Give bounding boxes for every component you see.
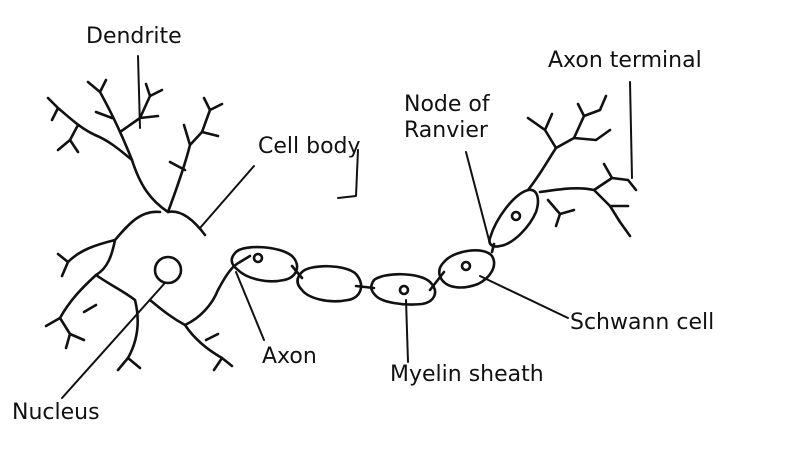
myelin-segment: [437, 249, 496, 289]
label-nucleus: Nucleus: [12, 400, 100, 425]
leader-lines: [61, 55, 633, 399]
label-cell-body: Cell body: [258, 134, 361, 159]
nucleus-shape: [153, 255, 183, 285]
leader-axon: [235, 271, 265, 341]
dendrite-branches-lower: [44, 252, 252, 372]
leader-myelin: [405, 299, 409, 363]
label-dendrite: Dendrite: [86, 24, 182, 49]
schwann-nucleus: [510, 210, 522, 222]
node-connectors: [290, 242, 496, 292]
leader-node-ranvier: [465, 151, 491, 245]
leader-axon-terminal: [629, 81, 633, 179]
label-node-of-ranvier: Node of Ranvier: [404, 92, 490, 143]
label-schwann-cell: Schwann cell: [570, 310, 715, 335]
leader-schwann: [479, 275, 569, 319]
leader-nucleus: [61, 283, 165, 399]
label-axon: Axon: [262, 344, 317, 369]
schwann-nucleus: [252, 252, 264, 264]
myelin-sheath-segments: [230, 188, 540, 306]
label-myelin-sheath: Myelin sheath: [390, 362, 544, 387]
myelin-segment: [296, 264, 363, 303]
myelin-segment: [369, 272, 437, 306]
dendrite-branches-upper: [46, 78, 224, 214]
schwann-nucleus: [460, 260, 472, 272]
axon-terminal-branches: [526, 94, 638, 238]
leader-cell-body-bracket: [337, 149, 359, 199]
leader-cell-body: [199, 165, 255, 229]
cell-body-outline: [58, 133, 242, 360]
leader-dendrite: [137, 55, 141, 129]
myelin-segment: [230, 245, 299, 283]
label-axon-terminal: Axon terminal: [548, 48, 702, 73]
schwann-nucleus: [398, 284, 410, 296]
